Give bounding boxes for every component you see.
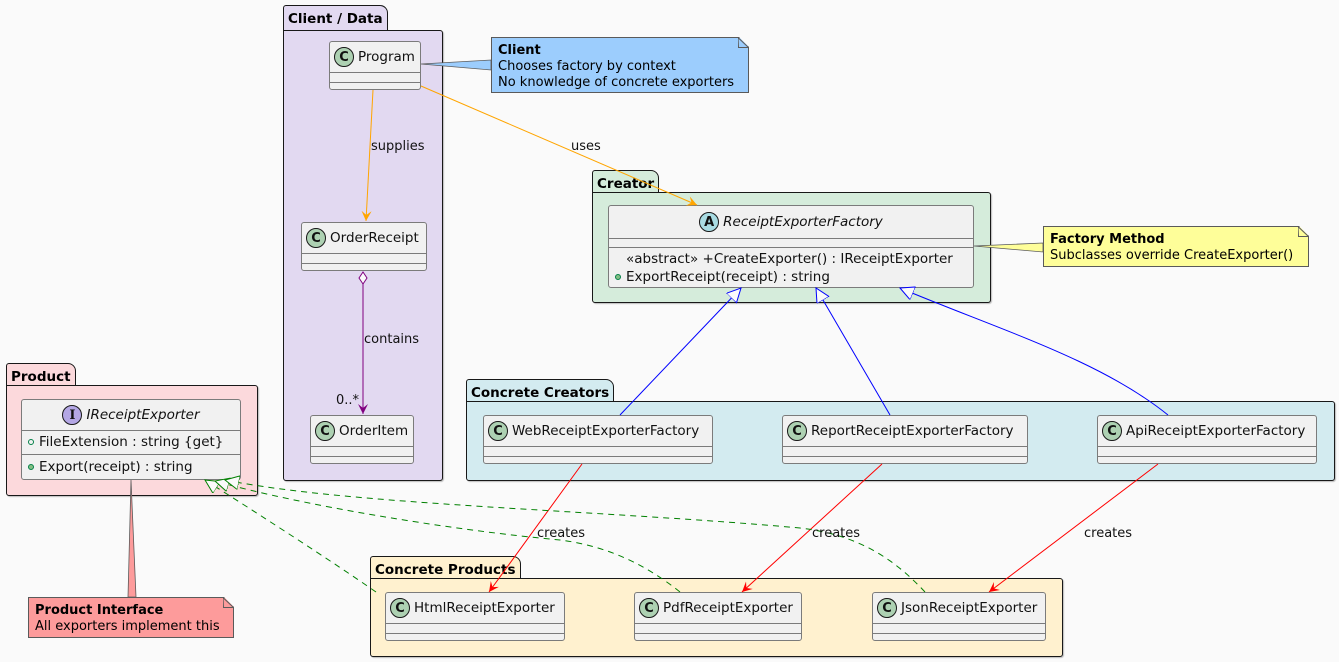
note-product-connector [127, 479, 137, 598]
class-name: ReportReceiptExporterFactory [811, 423, 1014, 439]
note-factory-method: Factory Method Subclasses override Creat… [1043, 226, 1309, 267]
class-stereotype-icon: C [787, 421, 807, 441]
class-name: HtmlReceiptExporter [414, 600, 555, 616]
package-client-data-title: Client / Data [283, 5, 388, 31]
class-stereotype-icon: C [315, 421, 335, 441]
class-name: OrderReceipt [330, 230, 419, 246]
class-stereotype-icon: C [488, 421, 508, 441]
note-line: No knowledge of concrete exporters [498, 75, 735, 90]
class-stereotype-icon: C [877, 598, 897, 618]
note-line: Subclasses override CreateExporter() [1050, 248, 1294, 263]
class-stereotype-icon: I [62, 405, 83, 425]
class-stereotype-icon: C [390, 598, 410, 618]
edge-label-creates-html: creates [537, 526, 586, 541]
note-title: Client [498, 43, 541, 58]
note-line: All exporters implement this [35, 619, 220, 634]
edge-label-creates-json: creates [1084, 526, 1133, 541]
note-line: Chooses factory by context [498, 59, 676, 74]
class-method: ExportReceipt(receipt) : string [609, 268, 973, 286]
class-stereotype-icon: C [639, 598, 659, 618]
edge-label-contains: contains [364, 332, 420, 347]
public-field-icon [28, 439, 34, 445]
public-method-icon [28, 464, 34, 470]
public-method-icon [615, 274, 621, 280]
note-fold-icon [1298, 226, 1309, 237]
class-field: FileExtension : string {get} [22, 430, 240, 454]
class-stereotype-icon: C [306, 228, 326, 248]
class-name: ApiReceiptExporterFactory [1126, 423, 1306, 439]
package-concrete-creators-title: Concrete Creators [466, 379, 615, 405]
class-stereotype-icon: C [334, 47, 354, 67]
class-stereotype-icon: C [1102, 421, 1122, 441]
note-fold-icon [738, 37, 749, 48]
edge-html-realizes-iexporter [205, 480, 377, 593]
class-method: Export(receipt) : string [22, 454, 240, 478]
edge-label-uses: uses [571, 139, 601, 154]
class-name: IReceiptExporter [86, 407, 200, 423]
class-name: ReceiptExporterFactory [723, 214, 883, 230]
class-name: OrderItem [339, 423, 409, 439]
edge-label-creates-pdf: creates [812, 526, 861, 541]
edge-label-multiplicity: 0..* [336, 393, 360, 408]
class-name: WebReceiptExporterFactory [512, 423, 700, 439]
class-name: PdfReceiptExporter [663, 600, 793, 616]
note-fold-icon [223, 597, 234, 608]
note-client: Client Chooses factory by context No kno… [491, 37, 749, 93]
note-product-interface: Product Interface All exporters implemen… [28, 597, 234, 638]
note-title: Factory Method [1050, 232, 1165, 247]
class-name: JsonReceiptExporter [901, 600, 1038, 616]
class-method: «abstract» +CreateExporter() : IReceiptE… [626, 251, 953, 267]
package-product-title: Product [6, 363, 76, 389]
class-name: Program [358, 49, 415, 65]
note-title: Product Interface [35, 603, 164, 618]
class-stereotype-icon: A [699, 212, 720, 232]
edge-label-supplies: supplies [371, 139, 425, 154]
